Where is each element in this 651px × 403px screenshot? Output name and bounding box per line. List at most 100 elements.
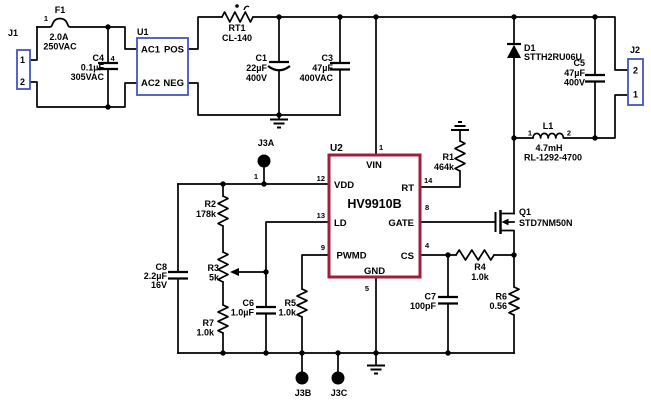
capacitor-c7: C7 100pF — [410, 292, 458, 311]
bridge-u1: U1 AC1 POS AC2 NEG — [136, 27, 189, 96]
j1-pin2: 2 — [20, 77, 25, 87]
j2-ref: J2 — [630, 45, 640, 55]
j3a-pin: 1 — [254, 172, 258, 181]
u2-box — [327, 153, 422, 279]
j3c-ref: J3C — [331, 388, 348, 398]
c8-ref: C8 — [155, 262, 167, 272]
u2-pinnum-12: 12 — [317, 174, 325, 183]
l1-pin2: 2 — [567, 129, 571, 138]
r3-wiper-arrow-icon — [230, 268, 239, 276]
j1-ref: J1 — [8, 28, 18, 38]
u2-pinnum-9: 9 — [321, 243, 325, 252]
f1-current: 2.0A — [49, 32, 69, 42]
capacitor-c6: C6 1.0µF — [231, 298, 276, 318]
r6-value: 0.56 — [489, 301, 507, 311]
diode-d1: D1 STTH2RU06U — [507, 42, 582, 62]
r3-ref: R3 — [207, 263, 219, 273]
resistor-r7: R7 1.0k — [196, 304, 229, 338]
resistor-r1: R1 464k — [434, 140, 466, 172]
u1-box — [136, 37, 189, 96]
capacitor-c3: C3 47µF 400VAC — [300, 53, 350, 83]
c5-value: 47µF — [564, 68, 585, 78]
r1-value: 464k — [434, 162, 455, 172]
c8-value: 2.2µF — [144, 271, 168, 281]
testpoint-j3a: J3A 1 — [254, 138, 275, 181]
c5-voltage: 400V — [564, 78, 585, 88]
r2-value: 178k — [196, 209, 217, 219]
ground-symbol-inverted — [451, 121, 469, 131]
connector-j2: J2 2 1 — [627, 45, 644, 106]
u2-pinnum-1: 1 — [379, 143, 383, 152]
u2-ref: U2 — [330, 143, 343, 154]
l1-ref: L1 — [543, 121, 554, 131]
resistor-r2: R2 178k — [196, 195, 229, 227]
l1-part: RL-1292-4700 — [524, 153, 582, 163]
j3b-ref: J3B — [295, 388, 312, 398]
wires — [28, 16, 629, 373]
connector-j1: J1 1 2 — [8, 28, 31, 90]
c4-voltage: 305VAC — [71, 72, 105, 82]
thermistor-rt1: RT1 CL-140 — [221, 4, 254, 43]
j3c-pad-icon — [331, 371, 345, 385]
resistor-r6: R6 0.56 — [489, 286, 520, 316]
capacitor-c1: C1 22µF 400V — [246, 53, 291, 83]
j3b-pad-icon — [295, 371, 309, 385]
c4-value: 0.1µF — [81, 63, 105, 73]
u2-pinnum-4: 4 — [425, 241, 430, 250]
c8-voltage: 16V — [151, 280, 167, 290]
c5-ref: C5 — [573, 58, 585, 68]
j3a-pad-icon — [257, 154, 271, 168]
r2-ref: R2 — [204, 199, 216, 209]
mosfet-q1: Q1 STD7NM50N — [494, 207, 573, 256]
u2-pin-vdd: VDD — [334, 180, 354, 191]
r1-ref: R1 — [442, 152, 454, 162]
c6-value: 1.0µF — [231, 308, 255, 318]
rt1-ref: RT1 — [228, 23, 245, 33]
u2-pinnum-5: 5 — [365, 284, 369, 293]
rt1-part: CL-140 — [222, 33, 252, 43]
capacitor-c8: C8 2.2µF 16V — [144, 262, 188, 290]
rt1-temp-icon — [243, 5, 250, 11]
d1-triangle-icon — [507, 44, 521, 58]
u2-part: HV9910B — [347, 197, 401, 211]
u2-pin-pwmd: PWMD — [337, 251, 367, 262]
r5-ref: R5 — [284, 298, 296, 308]
potentiometer-r3: R3 5k — [207, 251, 267, 283]
resistor-r4: R4 1.0k — [455, 249, 495, 282]
r7-value: 1.0k — [196, 328, 215, 338]
u2-pin-gnd: GND — [364, 266, 385, 277]
u2-pin-vin: VIN — [366, 160, 382, 171]
ground-symbol — [367, 352, 385, 375]
q1-part: STD7NM50N — [519, 218, 573, 228]
j1-box — [16, 49, 31, 90]
j2-pin2: 2 — [633, 66, 638, 76]
ic-u2: U2 HV9910B VIN VDD LD PWMD GND RT GATE C… — [317, 143, 434, 293]
u2-pin-gate: GATE — [388, 218, 414, 229]
u1-ref: U1 — [137, 27, 149, 37]
d1-ref: D1 — [524, 43, 536, 53]
capacitor-c4: C4 0.1µF 305VAC 4 — [71, 53, 118, 82]
u1-pin-ac2: AC2 — [141, 78, 160, 89]
c1-value: 22µF — [246, 63, 267, 73]
f1-ref: F1 — [55, 5, 66, 15]
r7-ref: R7 — [202, 318, 214, 328]
j2-pin1: 1 — [633, 90, 638, 100]
c1-ref: C1 — [255, 53, 267, 63]
u2-pinnum-13: 13 — [317, 211, 325, 220]
j2-box — [627, 58, 644, 106]
c4-ref: C4 — [92, 53, 104, 63]
d1-part: STTH2RU06U — [524, 52, 582, 62]
c3-voltage: 400VAC — [300, 73, 334, 83]
rt1-dot-icon — [235, 4, 239, 8]
fuse-f1: F1 1 2.0A 250VAC — [43, 5, 77, 52]
resistor-r5: R5 1.0k — [278, 288, 308, 318]
u1-pin-pos: POS — [164, 45, 184, 56]
l1-pin1: 1 — [528, 129, 532, 138]
c6-ref: C6 — [242, 298, 254, 308]
c4-pin: 4 — [111, 54, 116, 63]
r3-value: 5k — [209, 273, 220, 283]
c7-value: 100pF — [410, 301, 437, 311]
u1-pin-ac1: AC1 — [141, 45, 161, 56]
q1-arrow-icon — [501, 218, 509, 226]
